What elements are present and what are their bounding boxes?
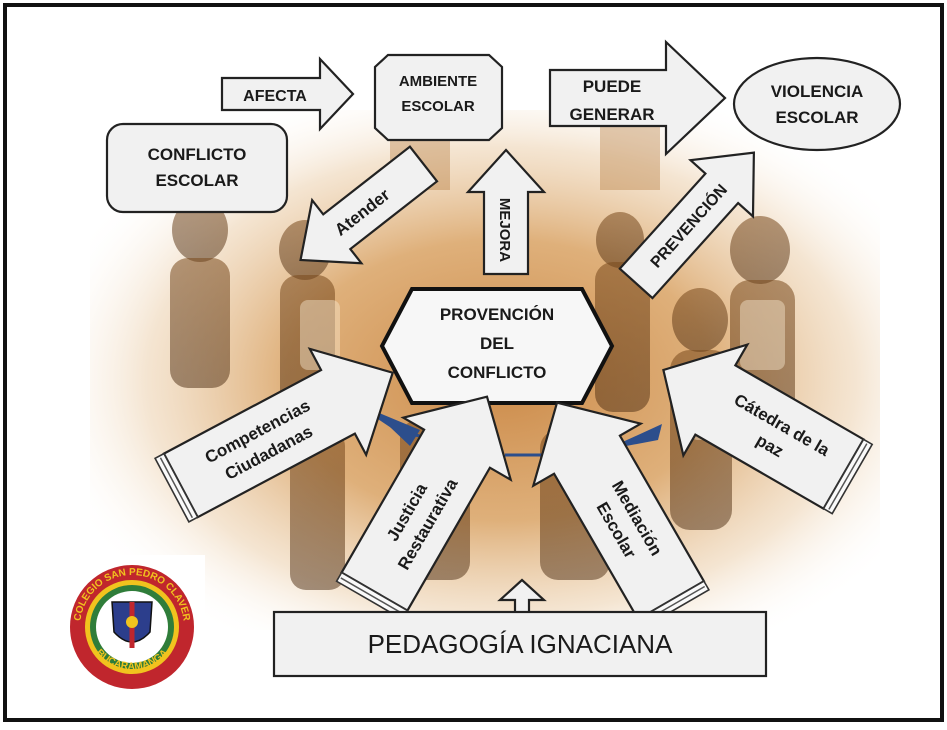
- conflicto-escolar-box: CONFLICTO ESCOLAR: [105, 122, 289, 214]
- ambiente-label-line1: AMBIENTE: [399, 73, 477, 90]
- center-label-line1: PROVENCIÓN: [440, 305, 554, 324]
- ambiente-escolar-box: AMBIENTE ESCOLAR: [373, 53, 504, 142]
- puede-generar-line2: GENERAR: [569, 105, 654, 124]
- violencia-escolar-box: VIOLENCIA ESCOLAR: [732, 56, 902, 152]
- provencion-del-conflicto-box: PROVENCIÓN DEL CONFLICTO: [379, 287, 615, 405]
- puede-generar-line1: PUEDE: [583, 77, 642, 96]
- mejora-arrow: MEJORA: [465, 148, 547, 276]
- justicia-restaurativa-arrow: Justicia Restaurativa: [335, 395, 513, 621]
- puede-generar-arrow: PUEDE GENERAR: [548, 39, 727, 157]
- mejora-label: MEJORA: [496, 198, 513, 262]
- afecta-label: AFECTA: [243, 88, 307, 105]
- conflicto-label-line1: CONFLICTO: [148, 145, 247, 164]
- afecta-arrow: AFECTA: [220, 56, 355, 132]
- connector-wedge-left: [372, 410, 420, 446]
- pedagogia-ignaciana-label: PEDAGOGÍA IGNACIANA: [368, 629, 674, 659]
- pedagogia-ignaciana-box: PEDAGOGÍA IGNACIANA: [272, 610, 768, 678]
- base-up-arrow: [497, 578, 547, 615]
- center-label-line3: CONFLICTO: [448, 363, 547, 382]
- ambiente-label-line2: ESCOLAR: [401, 98, 475, 115]
- violencia-label-line1: VIOLENCIA: [771, 82, 864, 101]
- center-label-line2: DEL: [480, 334, 514, 353]
- conflicto-label-line2: ESCOLAR: [155, 171, 238, 190]
- violencia-label-line2: ESCOLAR: [775, 108, 858, 127]
- colegio-seal: COLEGIO SAN PEDRO CLAVER BUCARAMANGA: [60, 555, 205, 700]
